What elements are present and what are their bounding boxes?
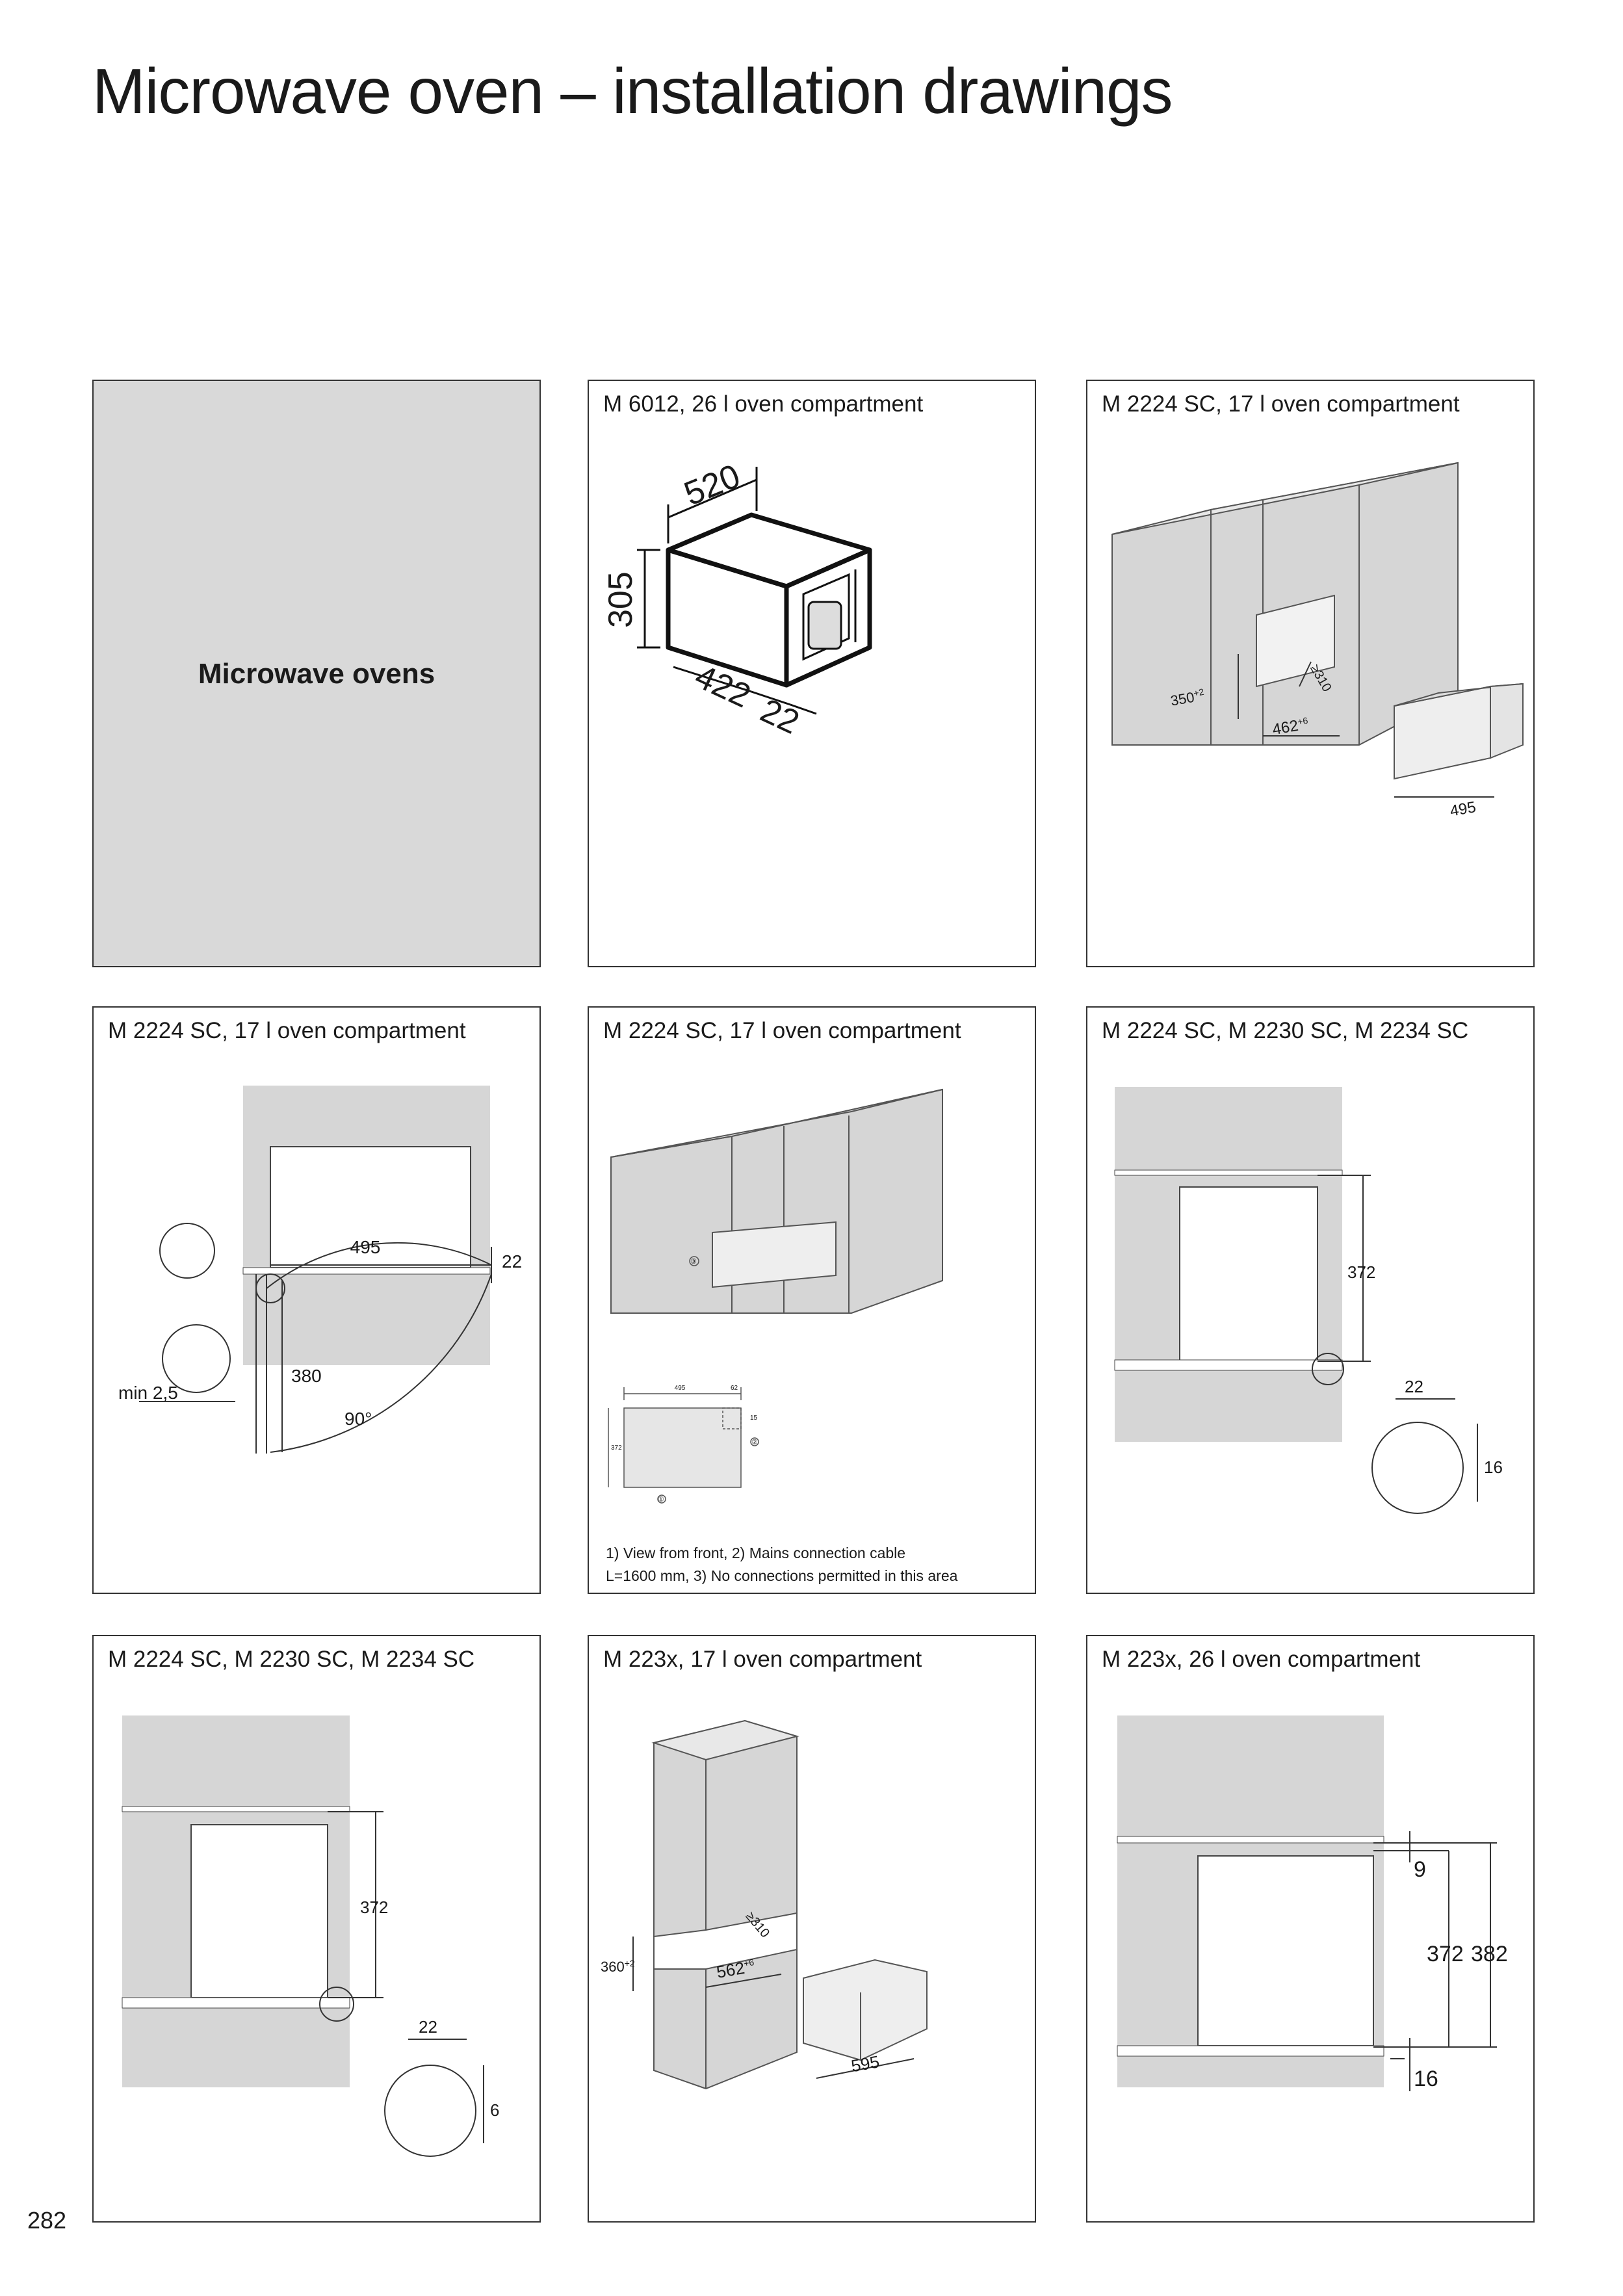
dim-h: 372 [611,1444,622,1452]
dim-offset: 6 [490,2100,499,2120]
m6012-dimension-drawing: 520 305 422 22 [602,457,872,742]
category-panel: Microwave ovens [92,380,541,967]
page-title: Microwave oven – installation drawings [92,55,1173,127]
m2224-front-drawing: 495 62 15 372 ① ② ③ [608,1088,943,1504]
dim-bottom: 16 [1414,2067,1438,2091]
dim-height: 372 [1427,1942,1464,1966]
panel-caption: M 6012, 26 l oven compartment [603,391,924,417]
dim-front: 22 [1405,1377,1423,1396]
dim-front: 22 [755,692,805,742]
dim-width: 520 [679,457,746,513]
panel-m223x-26l: M 223x, 26 l oven compartment 9 372 382 … [1086,1635,1535,2223]
dim-appliance-width: 595 [850,2052,881,2076]
panel-m2224-section: M 2224 SC, 17 l oven compartment 495 22 … [92,1006,541,1594]
dim-front: 22 [419,2017,437,2037]
footnote-line: 1) View from front, 2) Mains connection … [606,1545,906,1561]
footnote: 1) View from front, 2) Mains connection … [606,1542,957,1587]
dim-offset: 16 [1484,1457,1503,1477]
marker-2: ② [751,1439,758,1446]
panel-caption: M 2224 SC, 17 l oven compartment [1102,391,1460,417]
dim-a: 62 [731,1385,738,1392]
section-drawing-b: 372 22 6 [122,1715,499,2157]
panel-caption: M 223x, 26 l oven compartment [1102,1647,1421,1672]
dim-height: 372 [1347,1262,1375,1282]
panel-caption: M 223x, 17 l oven compartment [603,1647,922,1672]
section-drawing-a: 372 22 16 [1114,1087,1503,1514]
panel-m223x-17l: M 223x, 17 l oven compartment 360+2 562+… [588,1635,1036,2223]
marker-3: ③ [690,1258,697,1266]
m223x-26l-drawing: 9 372 382 16 [1117,1715,1508,2091]
dim-total: 382 [1471,1942,1508,1966]
dim-top: 9 [1414,1857,1426,1882]
category-label: Microwave ovens [198,658,435,690]
panel-m2224-m2230-m2234-a: M 2224 SC, M 2230 SC, M 2234 SC 372 22 1… [1086,1006,1535,1594]
dim-niche-width: 562+6 [715,1956,757,1982]
dim-height: 305 [602,571,640,628]
dim-appliance-width: 495 [1449,798,1477,820]
m223x-17l-drawing: 360+2 562+6 ≥310 595 [601,1719,928,2090]
dim-front: 22 [502,1251,522,1272]
panel-m6012: M 6012, 26 l oven compartment 520 305 42… [588,380,1036,967]
footnote-line: L=1600 mm, 3) No connections permitted i… [606,1567,958,1584]
dim-depth: 422 [689,657,756,715]
dim-door: 380 [291,1366,322,1386]
dim-height: 372 [360,1898,388,1917]
dim-width: 495 [350,1237,381,1257]
dim-gap: min 2,5 [118,1383,178,1403]
panel-m2224-niche: M 2224 SC, 17 l oven compartment 350+2 4… [1086,380,1535,967]
panel-caption: M 2224 SC, M 2230 SC, M 2234 SC [1102,1018,1469,1043]
dim-b: 15 [750,1415,758,1422]
panel-m2224-m2230-m2234-b: M 2224 SC, M 2230 SC, M 2234 SC 372 22 6 [92,1635,541,2223]
panel-m2224-front: M 2224 SC, 17 l oven compartment 495 62 … [588,1006,1036,1594]
dim-niche-width: 462+6 [1271,715,1310,738]
dim-w: 495 [675,1385,686,1392]
m2224-section-drawing: 495 22 380 90° min 2,5 [118,1086,522,1454]
page-number: 282 [27,2207,67,2234]
marker-1: ① [658,1496,664,1504]
dim-angle: 90° [344,1409,372,1429]
panel-caption: M 2224 SC, 17 l oven compartment [108,1018,466,1043]
panel-caption: M 2224 SC, 17 l oven compartment [603,1018,961,1043]
dim-niche-height: 360+2 [601,1958,635,1975]
m2224-niche-drawing: 350+2 462+6 ≥310 495 [1111,462,1524,820]
panel-caption: M 2224 SC, M 2230 SC, M 2234 SC [108,1647,475,1672]
